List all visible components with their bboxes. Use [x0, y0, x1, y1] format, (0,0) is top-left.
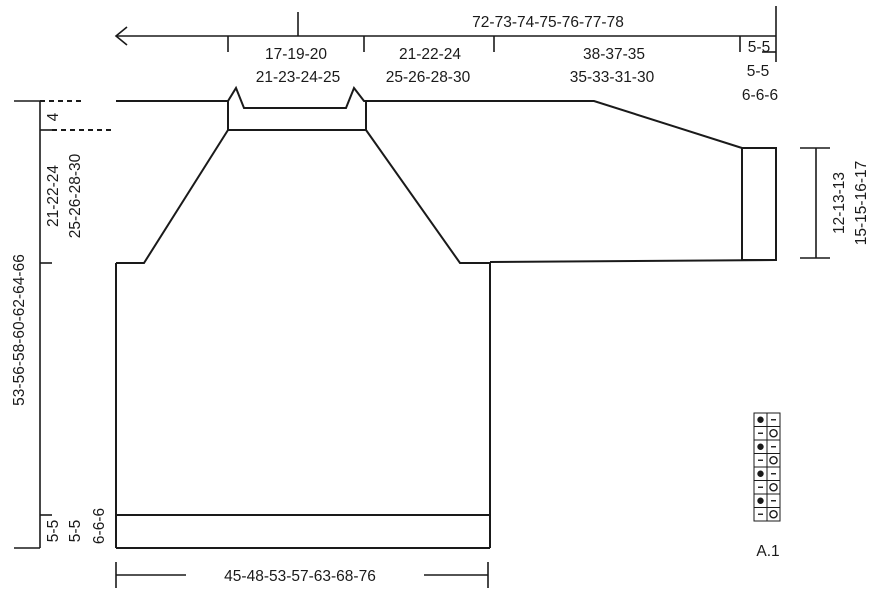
- cuff-edge-label-1: 5-5: [748, 39, 770, 56]
- garment-outline: [115, 85, 777, 549]
- yarn-over-circle-symbol: [769, 509, 778, 519]
- cuff-height-label-2: 15-15-16-17: [853, 161, 870, 245]
- yoke-height-label-2: 25-26-28-30: [67, 153, 84, 238]
- chart-cell: [766, 480, 781, 495]
- bottom-edge-label-1: 5-5: [67, 520, 84, 542]
- body-width-label: 45-48-53-57-63-68-76: [224, 568, 376, 585]
- shoulder-width-label-2: 25-26-28-30: [386, 69, 471, 86]
- top-measure-line: [114, 6, 777, 62]
- sleeve-length-label-1: 38-37-35: [583, 46, 645, 63]
- chart-a1-label: A.1: [756, 543, 779, 560]
- neck-edge-height-label: 4: [45, 112, 62, 121]
- cuff-height-label-1: 12-13-13: [831, 172, 848, 234]
- shoulder-width-label-1: 21-22-24: [399, 46, 461, 63]
- bottom-edge-left-label: 5-5: [45, 520, 62, 542]
- chart-cell: [766, 507, 781, 522]
- purl-dot-symbol: [757, 497, 764, 504]
- chart-a1: [753, 412, 781, 522]
- purl-dot-symbol: [757, 470, 764, 477]
- purl-dot-symbol: [757, 416, 764, 423]
- cuff-edge-label-3: 6-6-6: [742, 87, 778, 104]
- chart-cell: [766, 426, 781, 441]
- cuff-height-measure: [800, 147, 830, 259]
- top-total-width-label: 72-73-74-75-76-77-78: [472, 14, 624, 31]
- left-measure-lines: [14, 100, 112, 549]
- sleeve-length-label-2: 35-33-31-30: [570, 69, 655, 86]
- chart-cell: [766, 453, 781, 468]
- total-length-label: 53-56-58-60-62-64-66: [11, 254, 28, 406]
- bottom-edge-label-2: 6-6-6: [91, 508, 108, 544]
- yarn-over-circle-symbol: [769, 428, 778, 438]
- neck-width-label-2: 21-23-24-25: [256, 69, 340, 86]
- yoke-height-label-1: 21-22-24: [45, 165, 62, 227]
- neck-width-label-1: 17-19-20: [265, 46, 327, 63]
- body-width-measure: [115, 562, 489, 588]
- yarn-over-circle-symbol: [769, 455, 778, 465]
- yarn-over-circle-symbol: [769, 482, 778, 492]
- purl-dot-symbol: [757, 443, 764, 450]
- cuff-edge-label-2: 5-5: [747, 63, 769, 80]
